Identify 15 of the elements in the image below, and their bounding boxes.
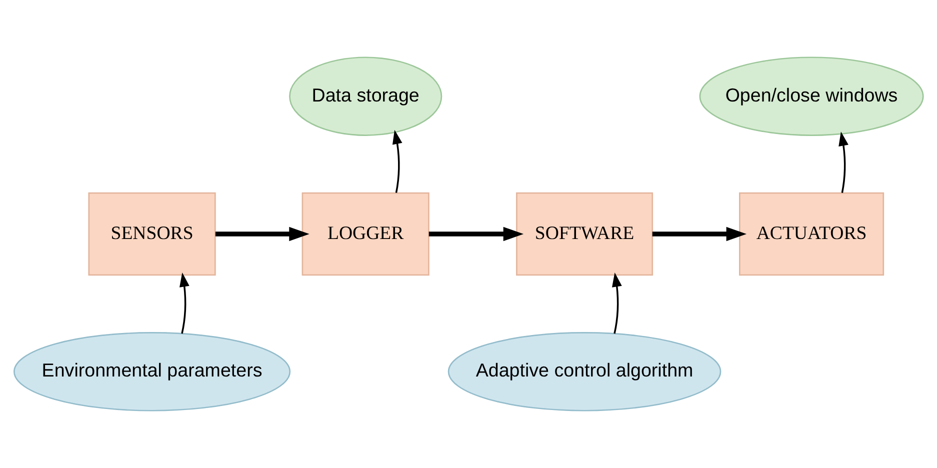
arrow bbox=[215, 226, 310, 242]
node-ellipse: Open/close windows bbox=[699, 56, 924, 136]
arrow bbox=[180, 272, 190, 334]
node-ellipse: Adaptive control algorithm bbox=[448, 332, 722, 412]
arrow bbox=[428, 226, 524, 242]
arrow bbox=[838, 132, 848, 193]
node-ellipse: Data storage bbox=[289, 56, 442, 136]
node-box: SOFTWARE bbox=[516, 192, 654, 276]
node-box: SENSORS bbox=[88, 192, 216, 276]
node-box: LOGGER bbox=[302, 192, 430, 276]
arrow bbox=[612, 272, 622, 334]
arrow bbox=[392, 130, 402, 193]
node-ellipse: Environmental parameters bbox=[14, 332, 291, 412]
node-box: ACTUATORS bbox=[739, 192, 884, 276]
arrow bbox=[652, 226, 747, 242]
